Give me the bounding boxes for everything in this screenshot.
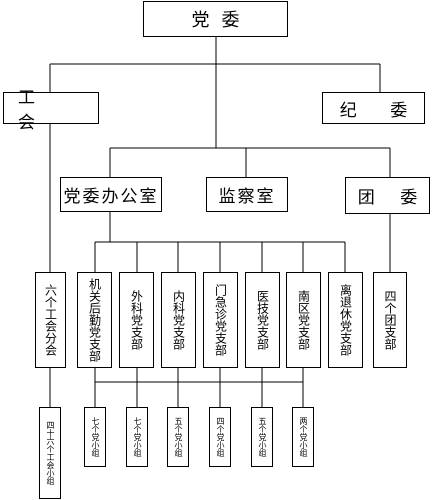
group-node: 两个党小组: [292, 407, 314, 467]
supervision-office-label: 监察室: [218, 187, 276, 207]
trade-union-node: 工 会: [3, 88, 99, 133]
discipline-committee-label: 纪 委: [339, 100, 422, 121]
party-committee-label: 党委: [191, 10, 252, 31]
group-label: 五个党小组: [258, 417, 267, 457]
group-node: 七个党小组: [126, 407, 148, 467]
branch-node-admin-logistics: 机关后勤党支部: [77, 272, 112, 368]
branch-label: 南区党支部: [296, 290, 311, 350]
branch-node-emergency: 门急诊党支部: [203, 272, 238, 368]
branch-label: 六个工会分会: [43, 284, 58, 356]
group-label: 四十六个工会小组: [46, 421, 55, 485]
group-label: 四个党小组: [216, 417, 225, 457]
group-node: 五个党小组: [167, 407, 189, 467]
branch-node-south-district: 南区党支部: [286, 272, 321, 368]
group-node: 五个党小组: [251, 407, 273, 467]
group-label: 七个党小组: [91, 417, 100, 457]
group-label: 两个党小组: [299, 417, 308, 457]
youth-league-label: 团 委: [357, 188, 428, 208]
group-node-union-groups: 四十六个工会小组: [39, 407, 61, 499]
party-office-node: 党委办公室: [60, 177, 162, 212]
branch-node-internal-medicine: 内科党支部: [161, 272, 196, 368]
branch-label: 医技党支部: [255, 290, 270, 350]
branch-node-league-branches: 四个团支部: [373, 272, 407, 368]
youth-league-node: 团 委: [345, 177, 430, 214]
branch-node-medical-tech: 医技党支部: [245, 272, 280, 368]
branch-label: 机关后勤党支部: [87, 278, 102, 362]
party-committee-node: 党委: [143, 1, 288, 37]
branch-label: 离退休党支部: [338, 284, 353, 356]
supervision-office-node: 监察室: [206, 177, 288, 212]
branch-node-retirees: 离退休党支部: [328, 272, 363, 368]
branch-label: 外科党支部: [129, 290, 144, 350]
branch-node-union-subunits: 六个工会分会: [35, 272, 66, 368]
trade-union-label: 工 会: [18, 88, 49, 133]
branch-label: 内科党支部: [171, 290, 186, 350]
branch-node-surgery: 外科党支部: [119, 272, 154, 368]
discipline-committee-node: 纪 委: [322, 92, 425, 124]
branch-label: 四个团支部: [383, 290, 397, 350]
group-label: 五个党小组: [174, 417, 183, 457]
party-office-label: 党委办公室: [63, 187, 159, 207]
group-node: 四个党小组: [209, 407, 231, 467]
group-label: 七个党小组: [133, 417, 142, 457]
branch-label: 门急诊党支部: [213, 284, 228, 356]
group-node: 七个党小组: [84, 407, 106, 467]
